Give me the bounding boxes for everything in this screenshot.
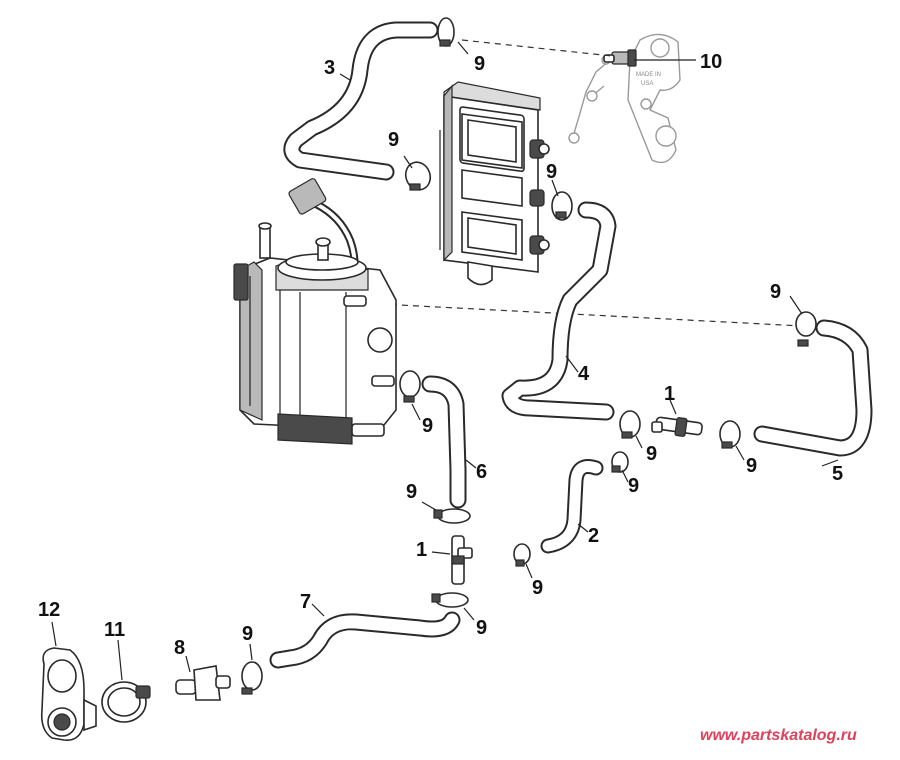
hose-4 <box>501 201 617 421</box>
fitting-1-upper <box>651 416 703 437</box>
fuel-pump-assembly <box>233 178 397 445</box>
dashed-line-top <box>461 39 613 57</box>
seal-12 <box>40 647 97 741</box>
clamp-9-d <box>795 311 817 347</box>
callout-1-a: 1 <box>664 383 675 405</box>
callout-9-b: 9 <box>388 129 399 151</box>
clamp-9-l <box>241 661 263 695</box>
callout-9-e: 9 <box>422 415 433 437</box>
callout-2: 2 <box>588 525 599 547</box>
callout-9-a: 9 <box>474 53 485 75</box>
callout-1-b: 1 <box>416 539 427 561</box>
hose-5 <box>753 319 873 457</box>
hose-3 <box>283 21 439 181</box>
clamp-9-h <box>611 451 629 473</box>
clamp-9-k <box>431 592 469 608</box>
callout-7: 7 <box>300 591 311 613</box>
callout-9-c: 9 <box>546 161 557 183</box>
clamp-9-f <box>619 410 641 439</box>
clamp-9-a <box>437 17 455 47</box>
hose-6 <box>421 375 467 509</box>
fitting-10 <box>603 49 637 67</box>
clamp-9-b <box>404 161 432 191</box>
ghost-sensor-assembly: MADE IN USA <box>568 33 681 164</box>
clamp-9-c <box>551 191 573 221</box>
callout-9-l: 9 <box>242 623 253 645</box>
callout-6: 6 <box>476 461 487 483</box>
callout-10: 10 <box>700 51 722 73</box>
hose-7 <box>269 611 461 669</box>
callout-5: 5 <box>832 463 843 485</box>
clamp-9-j <box>513 543 531 567</box>
callout-labels: 3 9 10 9 9 9 4 1 9 9 9 5 6 9 9 2 1 9 7 9… <box>38 51 843 659</box>
clamp-set <box>241 17 817 695</box>
leader-lines <box>51 41 839 681</box>
callout-9-f: 9 <box>646 443 657 465</box>
callout-9-h: 9 <box>628 475 639 497</box>
dashed-line-middle <box>379 303 803 327</box>
watermark-link[interactable]: www.partskatalog.ru <box>700 727 857 744</box>
inset-text-1: MADE IN <box>636 72 661 78</box>
clamp-9-i <box>433 508 471 524</box>
callout-4: 4 <box>578 363 590 385</box>
callout-12: 12 <box>38 599 60 621</box>
callout-9-k: 9 <box>476 617 487 639</box>
inset-text-2: USA <box>641 81 653 87</box>
callout-9-d: 9 <box>770 281 781 303</box>
clamp-9-g <box>719 420 741 449</box>
callout-11: 11 <box>104 619 125 641</box>
callout-9-i: 9 <box>406 481 417 503</box>
callout-9-j: 9 <box>532 577 543 599</box>
callout-3: 3 <box>324 57 335 79</box>
hose-2 <box>540 459 604 554</box>
clamp-11 <box>101 681 151 723</box>
control-module <box>439 81 550 286</box>
clamp-9-e <box>399 370 421 403</box>
callout-8: 8 <box>174 637 185 659</box>
fitting-1-lower <box>451 535 473 585</box>
check-valve-8 <box>175 665 231 701</box>
callout-9-g: 9 <box>746 455 757 477</box>
